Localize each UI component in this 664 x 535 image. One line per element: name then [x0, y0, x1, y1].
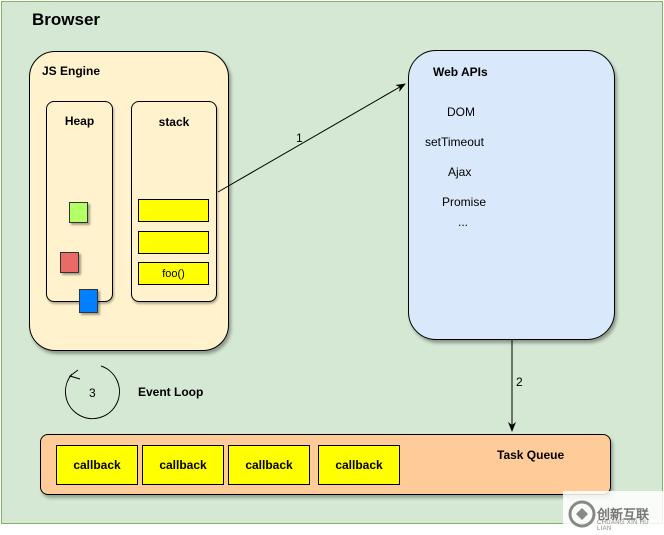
- event-loop-step: 3: [89, 386, 96, 400]
- stack-frame: [138, 199, 209, 222]
- task-queue-title: Task Queue: [497, 448, 565, 462]
- callback-item: callback: [228, 445, 310, 485]
- watermark-subtext: CHUANG XIN HU LIAN: [597, 520, 649, 532]
- call-stack-box: stack foo(): [131, 101, 217, 302]
- heap-object-red: [60, 252, 79, 273]
- heap-object-green: [69, 202, 88, 223]
- js-engine-box: JS Engine Heap stack foo(): [29, 51, 229, 351]
- heap-object-blue: [79, 289, 98, 313]
- heap-title: Heap: [64, 114, 95, 128]
- stack-frame-foo: foo(): [138, 262, 209, 285]
- web-apis-box: Web APIs DOM setTimeout Ajax Promise ...: [408, 50, 615, 340]
- callback-item: callback: [318, 445, 400, 485]
- browser-title: Browser: [32, 10, 101, 29]
- api-item-promise: Promise: [442, 195, 487, 209]
- arrow-stack-to-web-apis: [217, 83, 406, 193]
- heap-box: Heap: [46, 101, 113, 313]
- task-queue-box: Task Queue callback callback callback ca…: [40, 434, 611, 495]
- callback-item: callback: [142, 445, 224, 485]
- watermark: 创新互联 CHUANG XIN HU LIAN: [563, 491, 664, 535]
- api-item-dom: DOM: [447, 105, 475, 119]
- event-loop-label: Event Loop: [138, 385, 204, 399]
- event-loop-arrowhead-icon: [68, 369, 81, 380]
- event-loop-icon: [65, 365, 120, 420]
- api-item-ajax: Ajax: [448, 165, 472, 179]
- edge-label-1: 1: [296, 131, 303, 145]
- stack-frame: [138, 231, 209, 254]
- web-apis-title: Web APIs: [433, 65, 488, 79]
- callback-item: callback: [56, 445, 138, 485]
- api-item-settimeout: setTimeout: [425, 135, 484, 149]
- edge-label-2: 2: [516, 375, 523, 389]
- logo-icon: [568, 500, 596, 528]
- watermark-text: 创新互联: [597, 507, 650, 522]
- js-engine-title: JS Engine: [42, 64, 101, 78]
- stack-title: stack: [158, 115, 190, 129]
- api-item-ellipsis: ...: [458, 215, 469, 229]
